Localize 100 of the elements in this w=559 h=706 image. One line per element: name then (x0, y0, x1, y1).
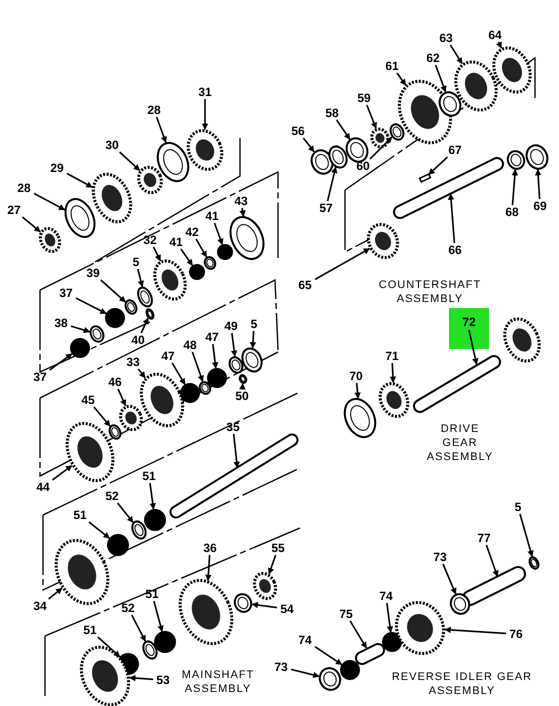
bearing (382, 632, 402, 652)
shaft (355, 643, 385, 665)
gear (38, 227, 62, 253)
leader-line (314, 646, 342, 666)
leader-line (369, 136, 392, 160)
callout-number: 68 (503, 206, 521, 218)
leader-line (153, 600, 164, 632)
leader-line (428, 156, 448, 175)
washer (124, 299, 138, 315)
leader-line (214, 222, 224, 246)
leader-line (119, 151, 140, 171)
assembly-title: MAINSHAFT ASSEMBLY (180, 668, 256, 696)
callout-number: 37 (31, 371, 49, 383)
gear (140, 372, 184, 428)
callout-number: 5 (249, 318, 259, 330)
leader-line (268, 554, 276, 574)
callout-number: 30 (103, 139, 121, 151)
washer (90, 325, 104, 343)
washer (438, 91, 462, 117)
callout-number: 62 (424, 52, 442, 64)
shaft (170, 434, 298, 518)
bearing (154, 631, 176, 653)
callout-number: 77 (475, 532, 493, 544)
callout-number: 47 (159, 350, 177, 362)
washer (108, 424, 122, 440)
gear (66, 422, 114, 482)
leader-line (350, 620, 368, 649)
leader-line (232, 434, 240, 468)
washer (450, 593, 470, 615)
bearing (105, 308, 125, 328)
callout-number: 51 (140, 470, 158, 482)
callout-number: 5 (131, 256, 141, 268)
callout-number: 29 (48, 162, 66, 174)
leader-line (97, 636, 120, 658)
shaft (462, 566, 526, 606)
callout-number: 41 (203, 210, 221, 222)
gear (394, 601, 446, 655)
bearing (144, 509, 166, 531)
callout-number: 45 (79, 394, 97, 406)
leader-line (22, 216, 41, 232)
leader-line (137, 268, 144, 288)
leader-line (519, 514, 534, 558)
leader-line (152, 246, 162, 262)
washer (228, 356, 244, 374)
callout-number: 47 (203, 331, 221, 343)
washer (346, 137, 368, 163)
callout-number: 74 (296, 634, 314, 646)
callout-number: 43 (232, 195, 250, 207)
washer (506, 150, 526, 170)
gear (153, 259, 187, 301)
leader-line (231, 332, 238, 357)
bearing (189, 264, 205, 280)
leader-line (250, 330, 256, 349)
leader-line (450, 44, 463, 64)
washer (64, 198, 96, 238)
gear (366, 223, 400, 259)
callout-number: 63 (437, 32, 455, 44)
leader-line (468, 330, 478, 365)
leader-line (205, 554, 212, 582)
washer (241, 348, 263, 372)
callout-number: 55 (269, 542, 287, 554)
leader-line (52, 464, 72, 481)
gear (137, 166, 163, 194)
callout-number: 27 (5, 204, 23, 216)
leader-line (180, 248, 194, 266)
callout-number: 46 (106, 376, 124, 388)
leader-line (496, 41, 502, 49)
leader-line (442, 564, 456, 594)
callout-number: 53 (154, 674, 172, 686)
bearing (70, 338, 90, 358)
leader-line (336, 120, 350, 140)
assembly-title: DRIVE GEAR ASSEMBLY (426, 422, 494, 464)
gear (186, 129, 224, 171)
leader-line (93, 406, 111, 427)
leader-line (390, 362, 396, 383)
bearing (180, 383, 200, 403)
leader-line (66, 172, 93, 188)
leader-line (366, 104, 377, 129)
washer (131, 520, 147, 540)
callout-number: 67 (446, 144, 464, 156)
callout-number: 60 (354, 160, 372, 172)
callout-number: 48 (181, 339, 199, 351)
washer (137, 286, 153, 308)
bearing (107, 534, 129, 556)
callout-number: 61 (383, 60, 401, 72)
washer (328, 146, 348, 168)
leader-line (116, 502, 134, 523)
gear (80, 646, 130, 706)
callout-number: 51 (81, 624, 99, 636)
washer (204, 256, 216, 270)
callout-number: 51 (143, 588, 161, 600)
callout-number: 39 (84, 267, 102, 279)
callout-number: 50 (233, 390, 251, 402)
leader-line (434, 64, 446, 92)
callout-number: 44 (34, 481, 52, 493)
callout-number: 58 (323, 107, 341, 119)
washer (146, 308, 154, 320)
leader-line (212, 344, 218, 369)
callout-number: 76 (507, 628, 525, 640)
leader-line (172, 362, 186, 385)
